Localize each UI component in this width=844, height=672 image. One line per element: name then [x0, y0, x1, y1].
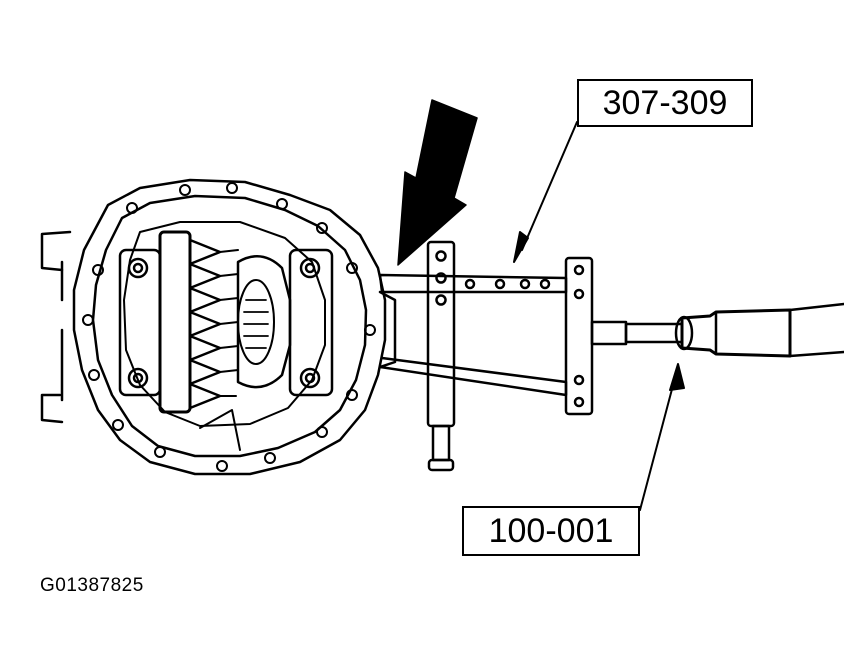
- figure-code: G01387825: [40, 575, 144, 596]
- direction-arrow: [397, 99, 478, 266]
- leader-lines: [513, 121, 685, 511]
- flange-bolt-holes: [82, 182, 376, 472]
- axle-housing: [40, 178, 387, 476]
- slide-hammer-adapter: [674, 302, 844, 358]
- ring-gear-teeth: [188, 238, 222, 410]
- housing-cavity: [123, 221, 326, 427]
- tool-callout-text: 100-001: [488, 512, 614, 550]
- differential-case: [158, 230, 292, 451]
- tool-callout-307-309: 307-309: [577, 79, 753, 127]
- tool-callout-100-001: 100-001: [462, 506, 640, 556]
- housing-flange-outer: [72, 178, 387, 476]
- tool-callout-text: 307-309: [602, 84, 728, 122]
- differential-puller-tool: [378, 240, 684, 472]
